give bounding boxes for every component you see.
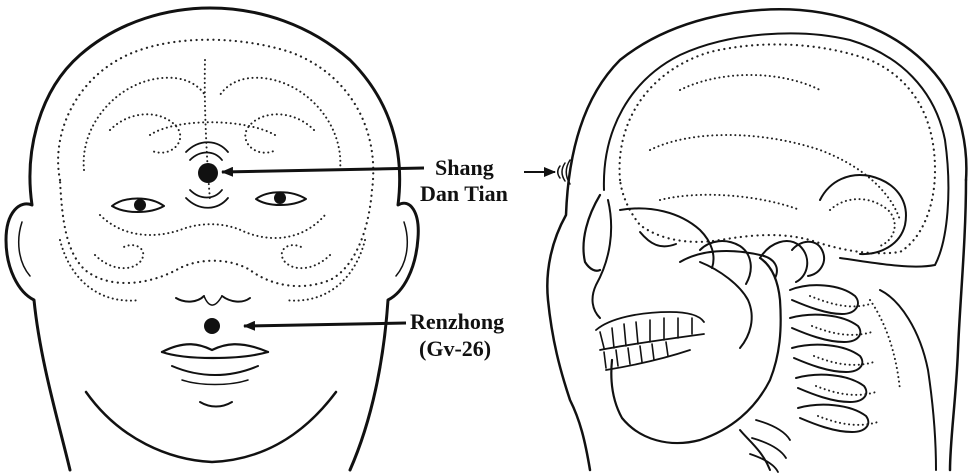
dan-tian-label: Dan Tian <box>420 181 508 206</box>
renzhong-code-label: (Gv-26) <box>419 336 491 361</box>
side-skull-illustration <box>547 9 966 472</box>
renzhong-label: Renzhong <box>410 309 504 334</box>
shang-dan-tian-point <box>198 163 218 183</box>
renzhong-point <box>204 318 220 334</box>
renzhong-arrow <box>244 323 406 326</box>
front-head-illustration <box>6 8 418 470</box>
shang-dan-tian-arrow <box>222 168 424 172</box>
shang-label: Shang <box>435 155 494 180</box>
